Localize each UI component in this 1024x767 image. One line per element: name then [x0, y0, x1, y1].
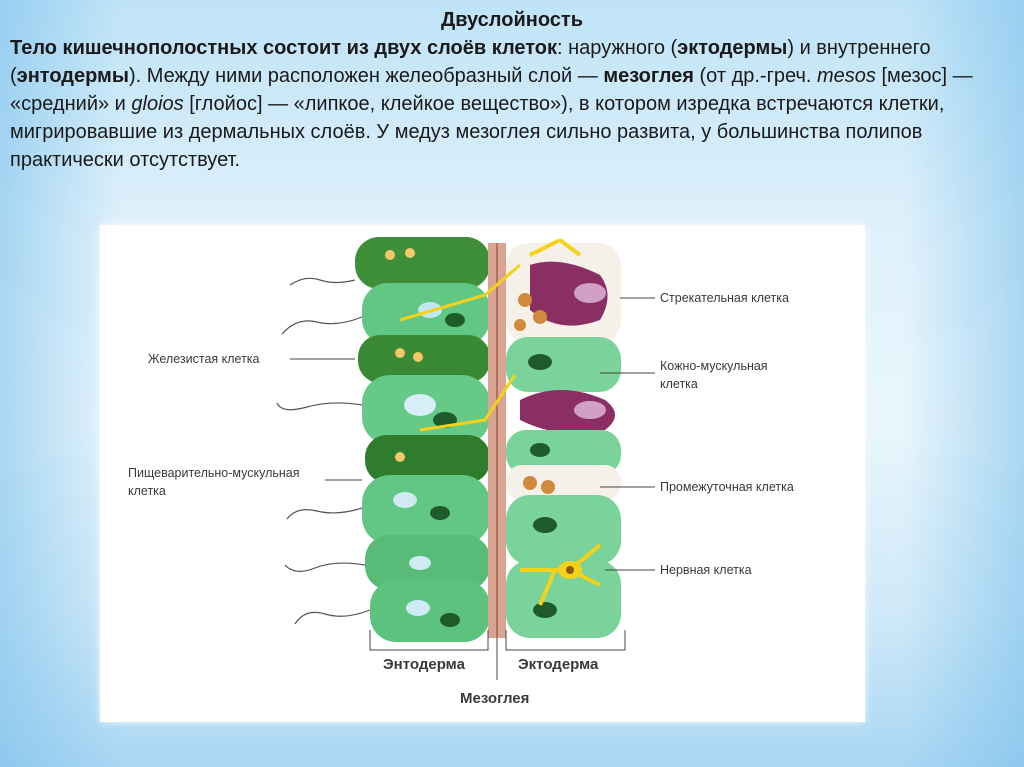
text-bold-3: эктодермы [677, 37, 787, 59]
digestive-muscle-cell [362, 475, 490, 545]
nucleus [533, 517, 557, 533]
cnidocyst [574, 401, 606, 419]
text-6: ). Между ними расположен желеобразный сл… [129, 65, 603, 87]
label-glandular-cell: Железистая клетка [148, 352, 260, 366]
nucleus [528, 354, 552, 370]
granule [413, 352, 423, 362]
flagellum [277, 403, 362, 410]
nucleus [430, 506, 450, 520]
flagellum [285, 563, 365, 571]
vacuole [393, 492, 417, 508]
text-bold-7: мезоглея [603, 65, 694, 87]
endoderm-cell [370, 580, 490, 642]
text-2: : наружного ( [557, 37, 677, 59]
cell-layers-diagram: Железистая клетка Пищеварительно-мускуль… [100, 225, 865, 722]
flagellum [295, 610, 370, 624]
vacuole [406, 600, 430, 616]
interstitial-granule [523, 476, 537, 490]
endoderm-cells [277, 237, 490, 642]
diagram-svg: Железистая клетка Пищеварительно-мускуль… [100, 225, 865, 722]
granule [385, 250, 395, 260]
label-skin-muscle-1: Кожно-мускульная [660, 359, 768, 373]
vacuole [404, 394, 436, 416]
label-nerve-cell: Нервная клетка [660, 563, 752, 577]
label-digestive-1: Пищеварительно-мускульная [128, 466, 300, 480]
text-italic-9: mesos [817, 65, 876, 87]
interstitial-granule [541, 480, 555, 494]
flagellum [282, 317, 362, 334]
label-intermediate-cell: Промежуточная клетка [660, 480, 794, 494]
interstitial-granule [518, 293, 532, 307]
nucleus [440, 613, 460, 627]
text-8: (от др.-греч. [694, 65, 817, 87]
text-italic-11: gloios [131, 93, 183, 115]
nucleus [445, 313, 465, 327]
skin-muscle-cell [506, 337, 621, 392]
flagellum [290, 278, 355, 285]
granule [405, 248, 415, 258]
granule [395, 452, 405, 462]
granule [395, 348, 405, 358]
label-ectoderm: Эктодерма [518, 656, 599, 673]
slide-paragraph: Тело кишечнополостных состоит из двух сл… [10, 34, 1014, 174]
slide-text: Двуслойность Тело кишечнополостных состо… [10, 6, 1014, 174]
cnidocyst [574, 283, 606, 303]
label-mesoglea: Мезоглея [460, 690, 529, 707]
label-skin-muscle-2: клетка [660, 377, 698, 391]
interstitial-granule [514, 319, 526, 331]
vacuole [409, 556, 431, 570]
label-stinging-cell: Стрекательная клетка [660, 291, 789, 305]
nerve-cell-nucleus [566, 566, 574, 574]
label-digestive-2: клетка [128, 484, 166, 498]
text-bold-5: энтодермы [17, 65, 129, 87]
text-bold-1: Тело кишечнополостных состоит из двух сл… [10, 37, 557, 59]
label-endoderm: Энтодерма [383, 656, 466, 673]
glandular-cell-top [355, 237, 490, 289]
nucleus [530, 443, 550, 457]
slide-title: Двуслойность [10, 6, 1014, 34]
nucleus [533, 602, 557, 618]
interstitial-granule [533, 310, 547, 324]
flagellum [287, 508, 362, 519]
skin-muscle-cell [506, 495, 621, 565]
